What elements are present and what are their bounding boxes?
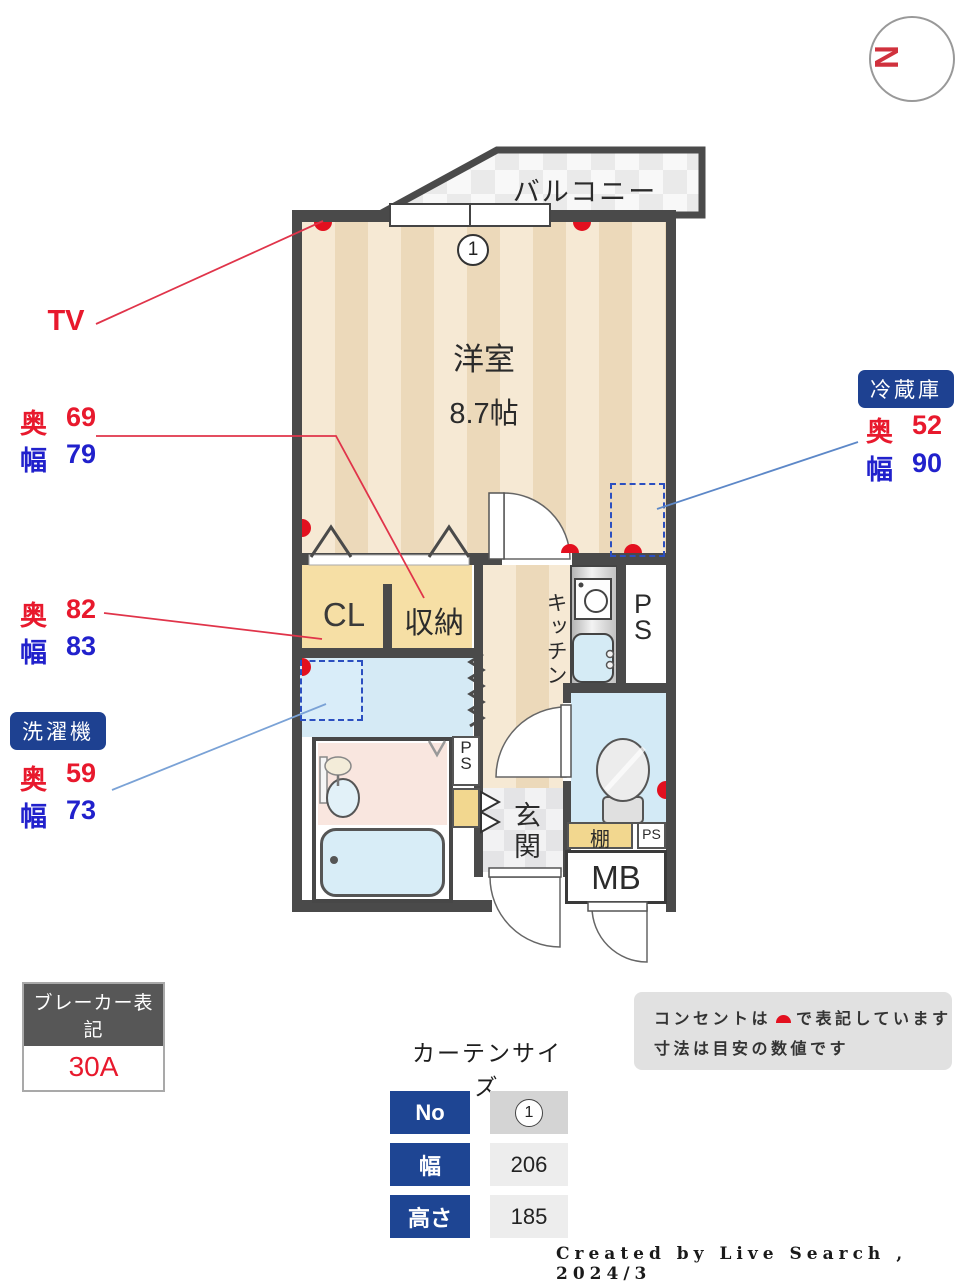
kitchen-counter	[570, 565, 618, 687]
ps-small-label: PS	[642, 826, 661, 842]
curtain-no-label: No	[390, 1091, 470, 1134]
ps-washroom-box	[452, 736, 480, 786]
note-line1-post: で表記しています	[796, 1011, 952, 1028]
washer-placement	[300, 660, 363, 721]
mb-label: MB	[591, 859, 641, 896]
ps-room-label: P S	[633, 589, 652, 645]
wall-bottom	[292, 900, 492, 912]
bathtub	[320, 828, 445, 897]
fridge-placement	[610, 483, 665, 557]
washer-badge: 洗濯機	[10, 712, 106, 750]
breaker-value: 30A	[68, 1051, 119, 1082]
note-line1-pre: コンセントは	[654, 1011, 772, 1028]
room-size: 8.7帖	[449, 398, 519, 430]
credit-text: Created by Live Search , 2024/3	[556, 1244, 908, 1284]
breaker-title: ブレーカー表記	[24, 984, 163, 1046]
room-name: 洋室	[453, 342, 515, 377]
note-line2: 寸法は目安の数値です	[654, 1040, 850, 1058]
outlet-icon	[776, 1015, 792, 1023]
closet-connector-line	[103, 612, 323, 640]
closet-label: CL	[322, 596, 366, 633]
breaker-box: ブレーカー表記 30A	[22, 982, 165, 1092]
curtain-no-value: 1	[490, 1091, 568, 1134]
compass-north-label: N	[867, 45, 905, 69]
curtain-width-value: 206	[490, 1143, 568, 1186]
tv-connector-line	[95, 220, 324, 325]
ps-room	[626, 565, 666, 687]
curtain-height-label: 高さ	[390, 1195, 470, 1238]
wall-top	[292, 210, 676, 222]
wall-toilet-top	[563, 683, 676, 693]
mb-box	[565, 850, 667, 904]
tv-label: TV	[47, 305, 85, 337]
shoe-cabinet	[452, 788, 480, 828]
shelf-label: 棚	[590, 829, 610, 851]
ps-small-box	[637, 822, 666, 849]
curtain-point-1: 1	[457, 234, 489, 266]
fridge-badge: 冷蔵庫	[858, 370, 954, 408]
kitchen-label: キッチン	[544, 592, 567, 688]
wall-kitchen-ps	[617, 565, 626, 690]
shelf-box	[567, 822, 633, 849]
storage-label: 収納	[404, 607, 464, 640]
toilet-room-floor	[570, 693, 666, 823]
mb-door-arc	[591, 906, 648, 963]
curtain-height-value: 185	[490, 1195, 568, 1238]
balcony-label: バルコニー	[512, 177, 658, 207]
legend-note: コンセントは で表記しています 寸法は目安の数値です	[634, 992, 952, 1070]
curtain-width-label: 幅	[390, 1143, 470, 1186]
vestibule	[483, 872, 567, 902]
fridge-connector-line	[656, 441, 859, 510]
entrance-label: 玄関	[510, 801, 540, 863]
wall-closet-right	[474, 553, 483, 877]
wall-toilet-left	[563, 693, 571, 877]
ps-washroom-label: P S	[460, 738, 472, 774]
wall-closet-divider	[383, 584, 392, 654]
bathroom-floor	[318, 743, 447, 825]
